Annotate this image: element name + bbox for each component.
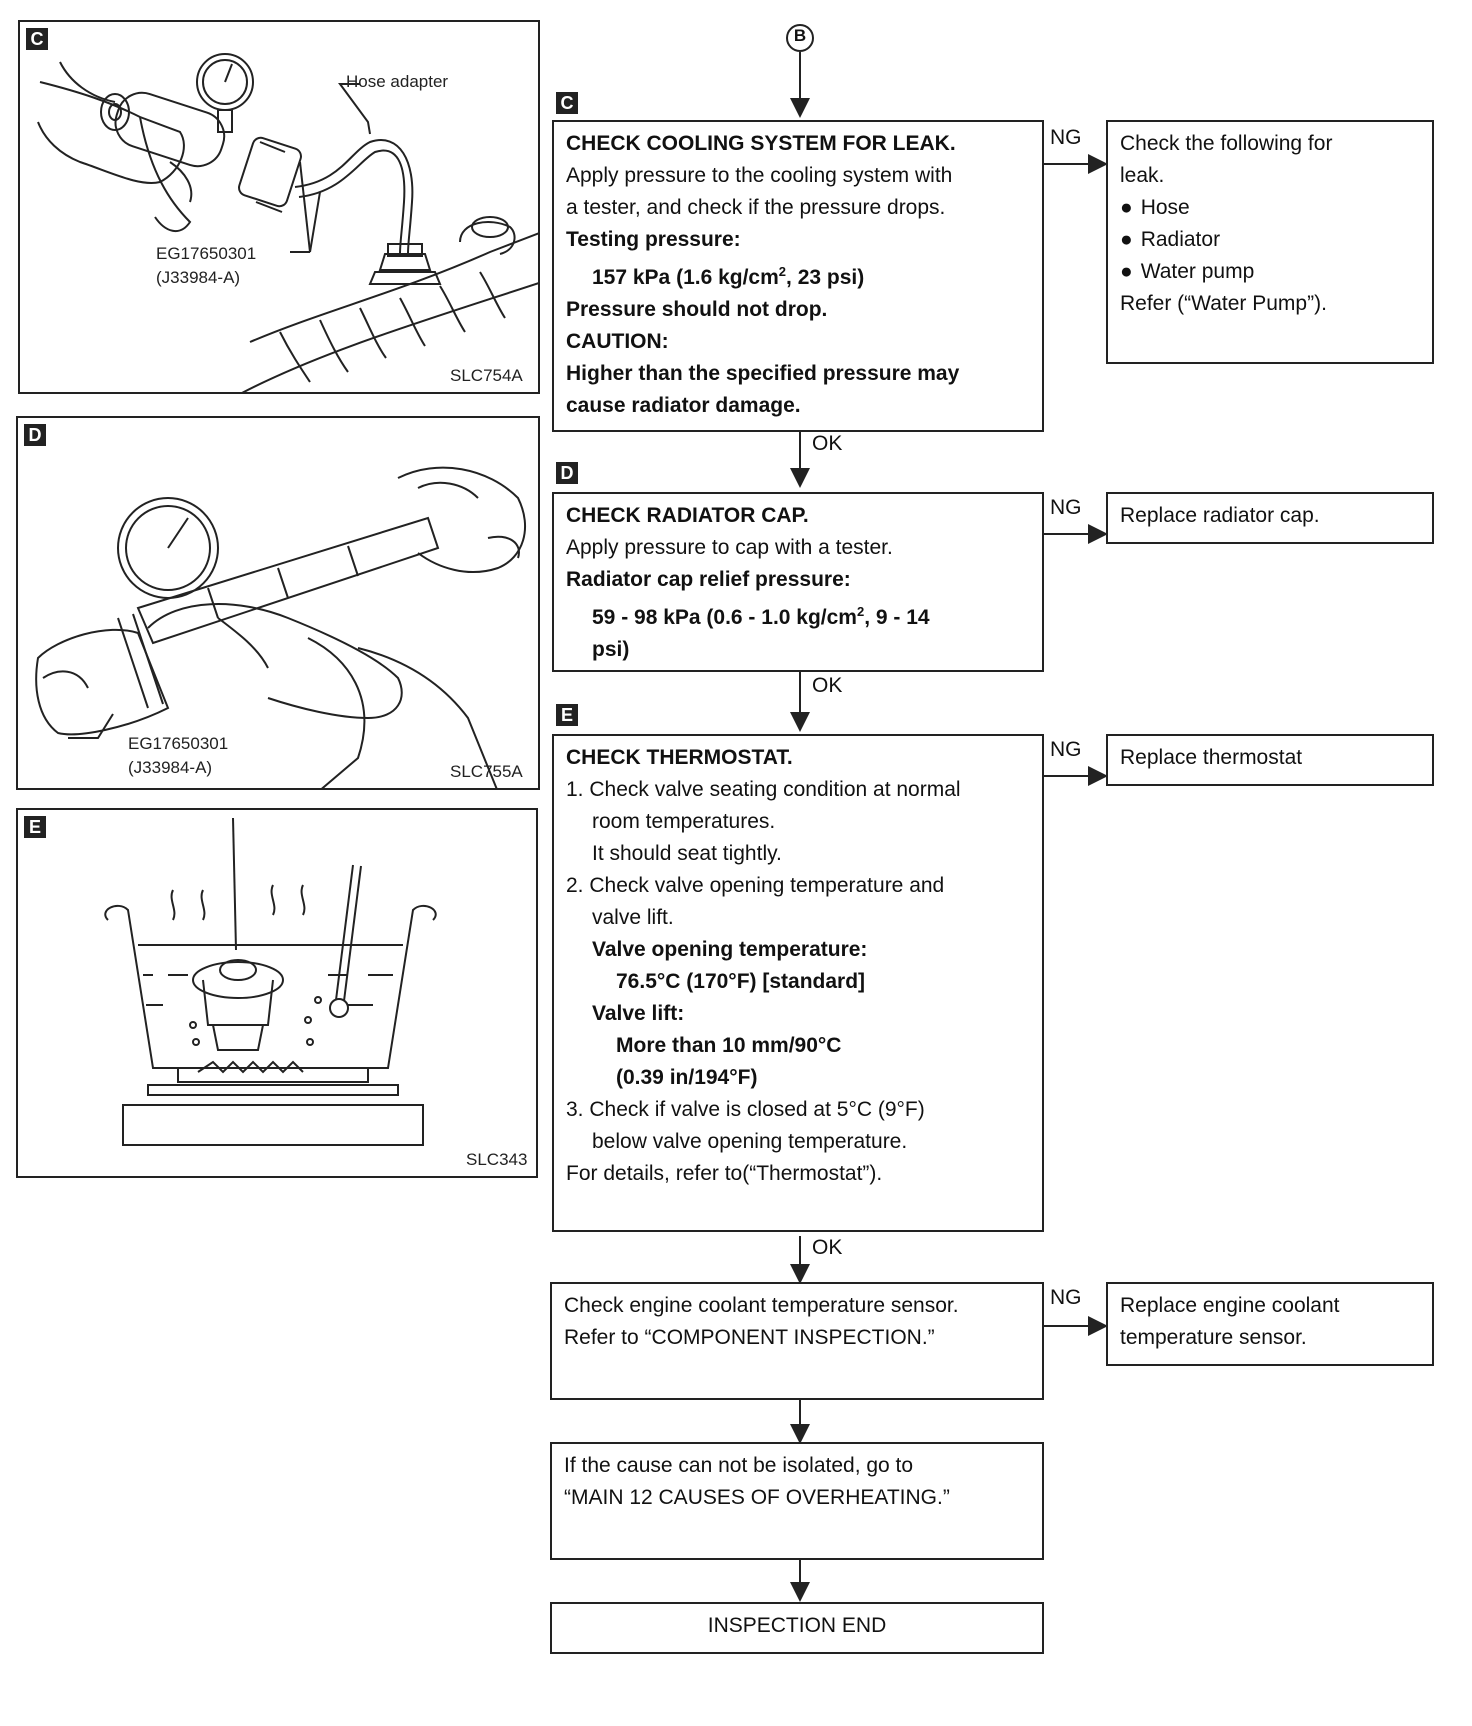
step-d-title: CHECK RADIATOR CAP. bbox=[566, 504, 809, 527]
tool-alt-label: (J33984-A) bbox=[156, 268, 241, 287]
ng-c-refer: Refer (“Water Pump”). bbox=[1120, 292, 1327, 315]
hose-adapter-label: Hose adapter bbox=[346, 72, 449, 91]
caution-line2: cause radiator damage. bbox=[566, 394, 801, 417]
tool-alt-label: (J33984-A) bbox=[128, 758, 213, 777]
no-drop-note: Pressure should not drop. bbox=[566, 298, 828, 321]
ng-c-item-radiator: Radiator bbox=[1120, 224, 1420, 256]
isolate-line2: “MAIN 12 CAUSES OF OVERHEATING.” bbox=[564, 1486, 950, 1509]
ok-label-e: OK bbox=[812, 1236, 843, 1259]
ng-d-box: Replace radiator cap. bbox=[1106, 492, 1434, 544]
step-e-s3a: 3. Check if valve is closed at 5°C (9°F) bbox=[566, 1098, 925, 1121]
valve-lift-value-a: More than 10 mm/90°C bbox=[616, 1034, 842, 1057]
step-c-tag: C bbox=[556, 92, 578, 114]
radiator-cap-tester-illustration bbox=[35, 466, 527, 788]
step-e-details: For details, refer to(“Thermostat”). bbox=[566, 1162, 883, 1185]
figure-c-panel: C bbox=[18, 20, 540, 394]
step-e-box: CHECK THERMOSTAT. 1. Check valve seating… bbox=[552, 734, 1044, 1232]
testing-pressure-label: Testing pressure: bbox=[566, 228, 741, 251]
step-e-s3b: below valve opening temperature. bbox=[592, 1130, 908, 1153]
valve-lift-label: Valve lift: bbox=[592, 1002, 685, 1025]
valve-lift-value-b: (0.39 in/194°F) bbox=[616, 1066, 758, 1089]
opening-temp-label: Valve opening temperature: bbox=[592, 938, 868, 961]
inspection-end-text: INSPECTION END bbox=[707, 1614, 887, 1637]
step-c-title: CHECK COOLING SYSTEM FOR LEAK. bbox=[566, 132, 956, 155]
step-c-line2: a tester, and check if the pressure drop… bbox=[566, 196, 946, 219]
ng-label-d: NG bbox=[1050, 496, 1082, 519]
isolate-line1: If the cause can not be isolated, go to bbox=[564, 1454, 914, 1477]
sensor-check-box: Check engine coolant temperature sensor.… bbox=[550, 1282, 1044, 1400]
ng-e-text: Replace thermostat bbox=[1120, 746, 1303, 769]
testing-pressure-value: 157 kPa (1.6 kg/cm2, 23 psi) bbox=[592, 264, 865, 289]
caution-label: CAUTION: bbox=[566, 330, 669, 353]
figure-d-panel: D EG17650301 (J33984-A) bbox=[16, 416, 540, 790]
step-e-s1a: 1. Check valve seating condition at norm… bbox=[566, 778, 961, 801]
ng-label-sensor: NG bbox=[1050, 1286, 1082, 1309]
start-connector-label: B bbox=[793, 26, 807, 45]
caution-line1: Higher than the specified pressure may bbox=[566, 362, 960, 385]
inspection-end-box: INSPECTION END bbox=[550, 1602, 1044, 1654]
step-c-line1: Apply pressure to the cooling system wit… bbox=[566, 164, 953, 187]
step-e-s2b: valve lift. bbox=[592, 906, 674, 929]
step-c-box: CHECK COOLING SYSTEM FOR LEAK. Apply pre… bbox=[552, 120, 1044, 432]
step-e-s1c: It should seat tightly. bbox=[592, 842, 782, 865]
ng-label-c: NG bbox=[1050, 126, 1082, 149]
step-e-s1b: room temperatures. bbox=[592, 810, 776, 833]
tool-code-label: EG17650301 bbox=[128, 734, 229, 753]
ng-sensor-line1: Replace engine coolant bbox=[1120, 1294, 1340, 1317]
figure-d-tag: D bbox=[24, 424, 46, 446]
ok-label-d: OK bbox=[812, 674, 843, 697]
ng-d-text: Replace radiator cap. bbox=[1120, 504, 1320, 527]
figure-ref-label: SLC343 bbox=[466, 1150, 528, 1169]
step-d-line1: Apply pressure to cap with a tester. bbox=[566, 536, 893, 559]
tool-code-label: EG17650301 bbox=[156, 244, 257, 263]
opening-temp-value: 76.5°C (170°F) [standard] bbox=[616, 970, 866, 993]
step-e-tag: E bbox=[556, 704, 578, 726]
sensor-check-line2: Refer to “COMPONENT INSPECTION.” bbox=[564, 1326, 935, 1349]
ng-c-box: Check the following for leak. Hose Radia… bbox=[1106, 120, 1434, 364]
ok-label-c: OK bbox=[812, 432, 843, 455]
pressure-tester-illustration bbox=[37, 53, 538, 392]
figure-e-tag: E bbox=[24, 816, 46, 838]
isolate-box: If the cause can not be isolated, go to … bbox=[550, 1442, 1044, 1560]
ng-sensor-box: Replace engine coolant temperature senso… bbox=[1106, 1282, 1434, 1366]
figure-c-tag: C bbox=[26, 28, 48, 50]
ng-c-line1: Check the following for bbox=[1120, 132, 1333, 155]
ng-sensor-line2: temperature sensor. bbox=[1120, 1326, 1307, 1349]
step-d-tag: D bbox=[556, 462, 578, 484]
ng-c-item-hose: Hose bbox=[1120, 192, 1420, 224]
ng-c-item-water-pump: Water pump bbox=[1120, 256, 1420, 288]
ng-label-e: NG bbox=[1050, 738, 1082, 761]
step-e-title: CHECK THERMOSTAT. bbox=[566, 746, 793, 769]
step-e-s2a: 2. Check valve opening temperature and bbox=[566, 874, 945, 897]
figure-ref-label: SLC755A bbox=[450, 762, 523, 781]
relief-pressure-value: 59 - 98 kPa (0.6 - 1.0 kg/cm2, 9 - 14 bbox=[592, 604, 930, 629]
relief-pressure-label: Radiator cap relief pressure: bbox=[566, 568, 851, 591]
sensor-check-line1: Check engine coolant temperature sensor. bbox=[564, 1294, 959, 1317]
step-d-box: CHECK RADIATOR CAP. Apply pressure to ca… bbox=[552, 492, 1044, 672]
relief-pressure-unit: psi) bbox=[592, 638, 630, 661]
figure-e-panel: E SLC34 bbox=[16, 808, 538, 1178]
figure-ref-label: SLC754A bbox=[450, 366, 523, 385]
thermostat-water-bath-illustration bbox=[104, 817, 437, 1146]
ng-e-box: Replace thermostat bbox=[1106, 734, 1434, 786]
ng-c-line2: leak. bbox=[1120, 164, 1165, 187]
